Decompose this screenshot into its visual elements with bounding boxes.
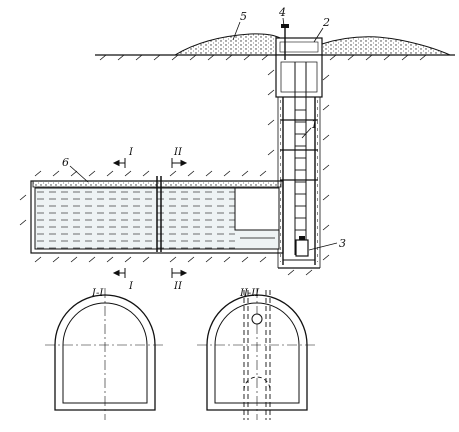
callout-6: 6 [62, 156, 69, 169]
spoil-mound [173, 33, 284, 56]
vertical-shaft [267, 24, 330, 276]
section-title-2: II-II [239, 288, 260, 299]
sump-pump [295, 239, 309, 257]
callout-leaders [69, 17, 338, 251]
tunnel-reservoir [19, 170, 284, 263]
callout-2: 2 [322, 16, 330, 29]
callout-3: 3 [339, 237, 346, 250]
cross-section-2 [197, 288, 317, 420]
section-mark-2-top: II [173, 147, 183, 158]
ground-surface [95, 33, 455, 61]
shaft-chamber [275, 54, 323, 98]
section-mark-1-top: I [128, 147, 134, 158]
inner-chamber [234, 187, 280, 231]
callout-5: 5 [240, 10, 247, 23]
section-title-1: I-I [91, 288, 104, 299]
section-mark-2-bottom: II [173, 281, 183, 292]
spoil-mound-right [321, 36, 451, 56]
section-cut-markers [112, 158, 188, 278]
callout-4: 4 [278, 6, 286, 19]
callout-1: 1 [311, 118, 318, 131]
section-mark-1-bottom: I [128, 281, 134, 292]
cross-section-1 [45, 288, 165, 420]
pipe-opening [251, 313, 263, 325]
